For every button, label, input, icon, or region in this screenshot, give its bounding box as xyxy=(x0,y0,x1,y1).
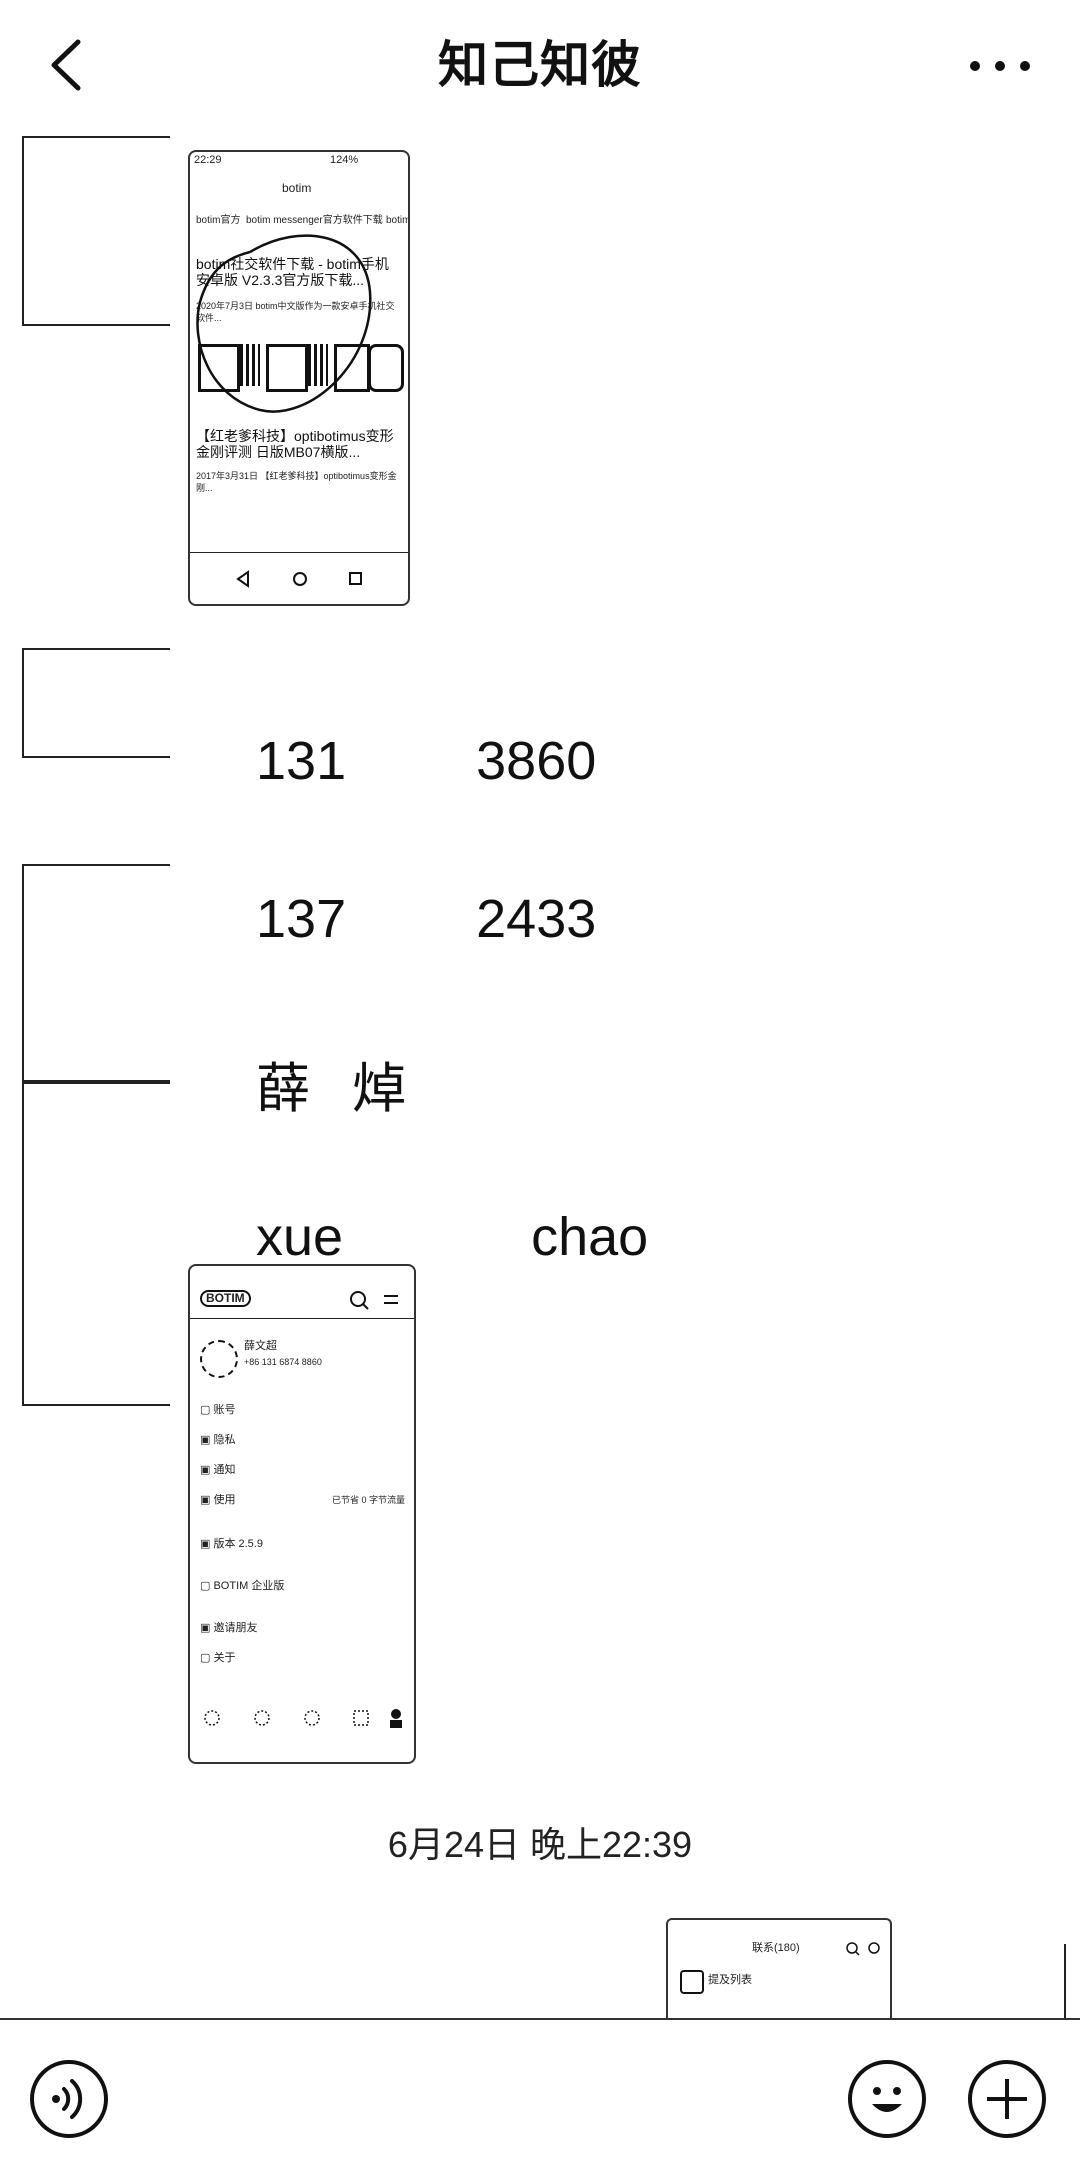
search-tab: botim官方 xyxy=(196,215,241,226)
message-text[interactable]: 薛焯 xyxy=(226,982,406,1123)
message-text-part: 2433 xyxy=(476,889,597,949)
more-button[interactable] xyxy=(958,38,1058,94)
status-time: 22:29 xyxy=(194,154,222,166)
status-right: 124% xyxy=(330,154,359,166)
avatar[interactable] xyxy=(22,136,170,326)
profile-name: 薛文超 xyxy=(244,1340,277,1352)
annotation-circle xyxy=(196,234,372,413)
back-button[interactable] xyxy=(36,30,106,100)
menu-item[interactable]: ▢ 关于 xyxy=(200,1652,236,1664)
menu-item[interactable]: ▣ 版本 2.5.9 xyxy=(200,1538,263,1550)
message-text-part: 137 xyxy=(256,889,347,949)
preview-item: 提及列表 xyxy=(708,1974,752,1986)
message-image[interactable]: 22:29 124% botim botim官方 botim messenger… xyxy=(188,150,410,606)
app-name: botim xyxy=(282,181,312,195)
menu-item[interactable]: ▣ 通知 xyxy=(200,1464,236,1476)
plus-icon xyxy=(987,2079,1027,2119)
message-text-part: 131 xyxy=(256,731,347,791)
voice-icon xyxy=(52,2079,83,2119)
message-text-part: 3860 xyxy=(476,731,597,791)
input-toolbar xyxy=(0,2018,1080,2162)
tab-bar-icons xyxy=(204,1709,402,1728)
menu-item[interactable]: ▣ 邀请朋友 xyxy=(200,1622,258,1634)
menu-item[interactable]: ▣ 隐私 xyxy=(200,1434,236,1446)
profile-phone: +86 131 6874 8860 xyxy=(244,1357,322,1367)
nav-buttons-icon xyxy=(236,570,362,588)
result-snippet: 2017年3月31日 【红老爹科技】optibotimus变形金刚... xyxy=(196,471,397,493)
avatar xyxy=(200,1340,238,1378)
result-title: 【红老爹科技】optibotimus变形金刚评测 日版MB07横版... xyxy=(196,428,394,460)
app-brand: BOTIM xyxy=(200,1290,251,1307)
message-text[interactable]: 137 2433 xyxy=(226,826,596,950)
usage-note: 已节省 0 字节流量 xyxy=(332,1495,406,1505)
message-timestamp: 6月24日 晚上22:39 xyxy=(387,1824,693,1865)
message-image[interactable]: BOTIM 薛文超 +86 131 6874 8860 ▢ 账号 ▣ 隐私 ▣ … xyxy=(188,1264,416,1764)
message-text[interactable]: xue chao xyxy=(226,1144,648,1268)
result-title: botim社交软件下载 - botim手机安卓版 V2.3.3官方版下载... xyxy=(196,256,389,288)
search-icon xyxy=(846,1942,880,1956)
message-image[interactable]: 联系(180) 提及列表 xyxy=(666,1918,892,2032)
message-text-part: 焯 xyxy=(352,1059,407,1119)
menu-item[interactable]: ▢ 账号 xyxy=(200,1404,236,1416)
chevron-left-icon xyxy=(51,39,81,91)
voice-button[interactable] xyxy=(30,2060,108,2138)
message-text-part: 薛 xyxy=(256,1059,311,1119)
emoji-icon xyxy=(872,2087,902,2112)
avatar[interactable] xyxy=(894,1944,1066,2026)
emoji-button[interactable] xyxy=(848,2060,926,2138)
avatar[interactable] xyxy=(22,1082,170,1406)
search-tab: botim xyxy=(386,215,410,226)
avatar[interactable] xyxy=(22,864,170,1082)
message-text-part: chao xyxy=(531,1207,649,1267)
avatar[interactable] xyxy=(22,648,170,758)
menu-item[interactable]: ▣ 使用 xyxy=(200,1494,236,1506)
message-text-part: xue xyxy=(256,1207,344,1267)
search-tab: botim messenger官方软件下载 xyxy=(246,215,383,226)
menu-item[interactable]: ▢ BOTIM 企业版 xyxy=(200,1580,285,1592)
page-title: 知己知彼 xyxy=(438,37,642,93)
message-text[interactable]: 131 3860 xyxy=(226,668,596,792)
result-snippet: 2020年7月3日 botim中文版作为一款安卓手机社交软件... xyxy=(196,301,395,323)
nav-bar: 知己知彼 xyxy=(0,0,1080,130)
search-icon xyxy=(350,1291,398,1310)
add-button[interactable] xyxy=(968,2060,1046,2138)
preview-title: 联系(180) xyxy=(752,1942,800,1954)
